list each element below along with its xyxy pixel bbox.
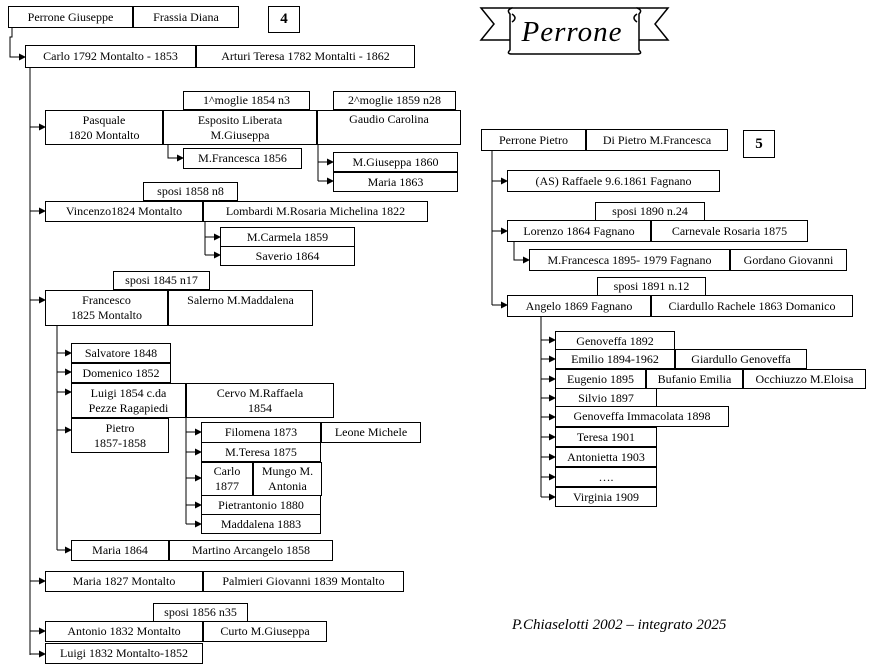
salerno-box: Salerno M.Maddalena: [168, 290, 313, 326]
root-mother: Frassia Diana: [133, 6, 239, 28]
esposito-line2: M.Giuseppa: [210, 127, 270, 142]
pasquale-line2: 1820 Montalto: [68, 127, 140, 142]
page-title: Perrone: [521, 16, 623, 48]
mcarmela-box: M.Carmela 1859: [220, 227, 355, 247]
page-number-left: 4: [268, 6, 300, 33]
carlo-wife-box: Arturi Teresa 1782 Montalti - 1862: [196, 45, 415, 68]
carlo-box: Carlo 1792 Montalto - 1853: [25, 45, 196, 68]
bufanio-box: Bufanio Emilia: [646, 369, 743, 389]
occhiuzzo-box: Occhiuzzo M.Eloisa: [743, 369, 866, 389]
esposito-line1: Esposito Liberata: [197, 112, 283, 127]
emilio-box: Emilio 1894-1962: [555, 349, 675, 369]
teresa-1901-box: Teresa 1901: [555, 427, 657, 447]
palmieri-box: Palmieri Giovanni 1839 Montalto: [203, 571, 404, 592]
maddalena-box: Maddalena 1883: [201, 514, 321, 534]
raffaele-box: (AS) Raffaele 9.6.1861 Fagnano: [507, 170, 720, 192]
antonio-box: Antonio 1832 Montalto: [45, 621, 203, 642]
marriage-label-2: 2^moglie 1859 n28: [333, 91, 456, 110]
francesco-line2: 1825 Montalto: [71, 308, 142, 322]
martino-box: Martino Arcangelo 1858: [169, 540, 333, 561]
mungo-line2: Antonia: [268, 479, 307, 493]
eugenio-box: Eugenio 1895: [555, 369, 646, 389]
filomena-box: Filomena 1873: [201, 422, 321, 443]
antonietta-box: Antonietta 1903: [555, 447, 657, 467]
cervo-line2: 1854: [248, 400, 272, 415]
title-banner: [479, 7, 670, 55]
pietro-line1: Pietro: [105, 420, 135, 435]
page-number-right: 5: [743, 130, 775, 158]
carlo-1877-line2: 1877: [215, 479, 239, 493]
leone-box: Leone Michele: [321, 422, 421, 443]
salvatore-box: Salvatore 1848: [71, 343, 171, 363]
cervo-line1: Cervo M.Raffaela: [216, 385, 304, 400]
silvio-box: Silvio 1897: [555, 388, 657, 408]
carlo-1877-line1: Carlo: [213, 464, 241, 478]
lorenzo-box: Lorenzo 1864 Fagnano: [507, 220, 651, 242]
marriage-label-1858: sposi 1858 n8: [143, 182, 238, 201]
francesco-box: Francesco 1825 Montalto: [45, 290, 168, 326]
marriage-label-1891: sposi 1891 n.12: [597, 277, 706, 296]
lombardi-box: Lombardi M.Rosaria Michelina 1822: [203, 201, 428, 222]
francesco-line1: Francesco: [82, 293, 131, 307]
author-credit: P.Chiaselotti 2002 – integrato 2025: [512, 617, 727, 633]
pietrantonio-box: Pietrantonio 1880: [201, 495, 321, 515]
saverio-box: Saverio 1864: [220, 246, 355, 266]
domenico-box: Domenico 1852: [71, 363, 171, 383]
pasquale-box: Pasquale 1820 Montalto: [45, 110, 163, 145]
ciardullo-box: Ciardullo Rachele 1863 Domanico: [651, 295, 853, 317]
mungo-line1: Mungo M.: [261, 464, 314, 478]
gaudio-box: Gaudio Carolina: [317, 110, 461, 145]
maria-1863-box: Maria 1863: [333, 172, 458, 192]
gordano-box: Gordano Giovanni: [730, 249, 847, 271]
esposito-box: Esposito Liberata M.Giuseppa: [163, 110, 317, 145]
marriage-label-1845: sposi 1845 n17: [113, 271, 210, 290]
giardullo-box: Giardullo Genoveffa: [675, 349, 807, 369]
maria-1827-box: Maria 1827 Montalto: [45, 571, 203, 592]
mgiuseppa-1860-box: M.Giuseppa 1860: [333, 152, 458, 172]
angelo-box: Angelo 1869 Fagnano: [507, 295, 651, 317]
mfrancesca-1856-box: M.Francesca 1856: [183, 148, 302, 169]
luigi-1854-line2: Pezze Ragapiedi: [88, 400, 169, 415]
mteresa-box: M.Teresa 1875: [201, 442, 321, 462]
pietro-line2: 1857-1858: [94, 435, 146, 450]
mfrancesca-1895-box: M.Francesca 1895- 1979 Fagnano: [529, 249, 730, 271]
genoveffa-immacolata-box: Genoveffa Immacolata 1898: [555, 406, 729, 427]
genoveffa-1892-box: Genoveffa 1892: [555, 331, 675, 351]
marriage-label-1856: sposi 1856 n35: [153, 603, 248, 622]
mungo-box: Mungo M. Antonia: [253, 462, 322, 496]
vincenzo-box: Vincenzo1824 Montalto: [45, 201, 203, 222]
perrone-pietro-box: Perrone Pietro: [481, 129, 586, 151]
virginia-box: Virginia 1909: [555, 487, 657, 507]
pietro-box: Pietro 1857-1858: [71, 418, 169, 453]
cervo-box: Cervo M.Raffaela 1854: [186, 383, 334, 418]
root-father: Perrone Giuseppe: [8, 6, 133, 28]
dots-box: ….: [555, 467, 657, 487]
luigi-1854-line1: Luigi 1854 c.da: [90, 385, 167, 400]
dipietro-box: Di Pietro M.Francesca: [586, 129, 728, 151]
maria-1864-box: Maria 1864: [71, 540, 169, 561]
carnevale-box: Carnevale Rosaria 1875: [651, 220, 808, 242]
carlo-1877-box: Carlo 1877: [201, 462, 253, 496]
luigi-1854-box: Luigi 1854 c.da Pezze Ragapiedi: [71, 383, 186, 418]
pasquale-line1: Pasquale: [82, 112, 126, 127]
marriage-label-1: 1^moglie 1854 n3: [183, 91, 310, 110]
luigi-1832-box: Luigi 1832 Montalto-1852: [45, 643, 203, 664]
marriage-label-1890: sposi 1890 n.24: [595, 202, 705, 221]
curto-box: Curto M.Giuseppa: [203, 621, 327, 642]
